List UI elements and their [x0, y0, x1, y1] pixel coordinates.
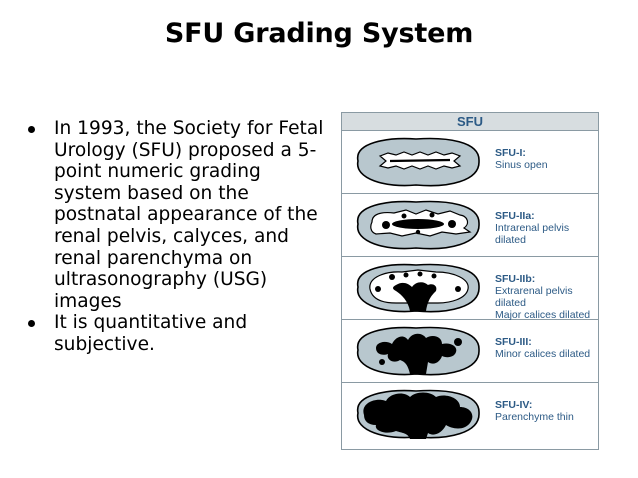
bullet-item: In 1993, the Society for Fetal Urology (…: [26, 118, 326, 312]
calyx-dot: [382, 221, 390, 229]
bullet-dot: [28, 126, 35, 133]
kidney-sfu-iib-illustration: [357, 263, 480, 313]
grade-name: SFU-IIb:: [495, 273, 536, 285]
calyx-dot: [417, 271, 423, 277]
calyx-dot: [455, 286, 461, 292]
grade-label-sfu-iib: SFU-IIb: Extrarenal pelvis dilated Major…: [495, 273, 598, 321]
kidney-sfu-iv-illustration: [357, 389, 480, 439]
grade-row-sfu-iib: SFU-IIb: Extrarenal pelvis dilated Major…: [342, 257, 598, 321]
grade-description: Parenchyme thin: [495, 411, 574, 423]
calyx-dot: [415, 229, 421, 235]
grade-label-sfu-iv: SFU-IV: Parenchyme thin: [495, 399, 574, 423]
calyx-dot: [454, 338, 462, 346]
figure-header: SFU: [342, 113, 598, 131]
dilated-pelvis: [393, 282, 437, 311]
bullet-text: In 1993, the Society for Fetal Urology (…: [54, 118, 324, 312]
grade-name: SFU-III:: [495, 336, 532, 348]
grade-name: SFU-IIa:: [495, 210, 535, 222]
grade-name: SFU-IV:: [495, 399, 533, 411]
dilated-collecting-system: [363, 392, 473, 439]
bullet-list: In 1993, the Society for Fetal Urology (…: [26, 118, 326, 356]
calyx-dot: [379, 359, 385, 365]
grade-name: SFU-I:: [495, 147, 526, 159]
grade-description: Minor calices dilated: [495, 348, 591, 360]
bullet-text: It is quantitative and subjective.: [54, 312, 248, 355]
sfu-figure: SFU SFU-I: Sinus open SFU-IIa: Intrarena…: [341, 112, 599, 450]
calyx-dot: [375, 286, 381, 292]
bullet-item: It is quantitative and subjective.: [26, 312, 326, 355]
dilated-pelvis: [392, 219, 444, 229]
calyx-dot: [403, 272, 409, 278]
calyx-dot: [401, 213, 407, 219]
calyx-dot: [429, 212, 435, 218]
kidney-sfu-iii-illustration: [357, 326, 480, 376]
calyx-dot: [448, 220, 456, 228]
grade-description: Intrarenal pelvis dilated: [495, 222, 570, 246]
kidney-sfu-iia-illustration: [357, 200, 480, 250]
grade-label-sfu-iii: SFU-III: Minor calices dilated: [495, 336, 590, 360]
grade-row-sfu-i: SFU-I: Sinus open: [342, 131, 598, 194]
grade-label-sfu-i: SFU-I: Sinus open: [495, 147, 548, 171]
grade-row-sfu-iii: SFU-III: Minor calices dilated: [342, 320, 598, 383]
grade-description: Extrarenal pelvis dilated: [495, 285, 573, 309]
calyx-dot: [431, 273, 437, 279]
grade-description: Sinus open: [495, 159, 548, 171]
grade-label-sfu-iia: SFU-IIa: Intrarenal pelvis dilated: [495, 210, 598, 246]
bullet-dot: [28, 320, 35, 328]
kidney-sfu-i-illustration: [357, 137, 480, 187]
grade-row-sfu-iia: SFU-IIa: Intrarenal pelvis dilated: [342, 194, 598, 257]
grade-row-sfu-iv: SFU-IV: Parenchyme thin: [342, 383, 598, 447]
sinus-line: [389, 158, 451, 163]
dilated-collecting-system: [376, 333, 457, 374]
calyx-dot: [389, 274, 395, 280]
grade-description: Major calices dilated: [495, 309, 591, 321]
slide-title: SFU Grading System: [164, 18, 474, 49]
